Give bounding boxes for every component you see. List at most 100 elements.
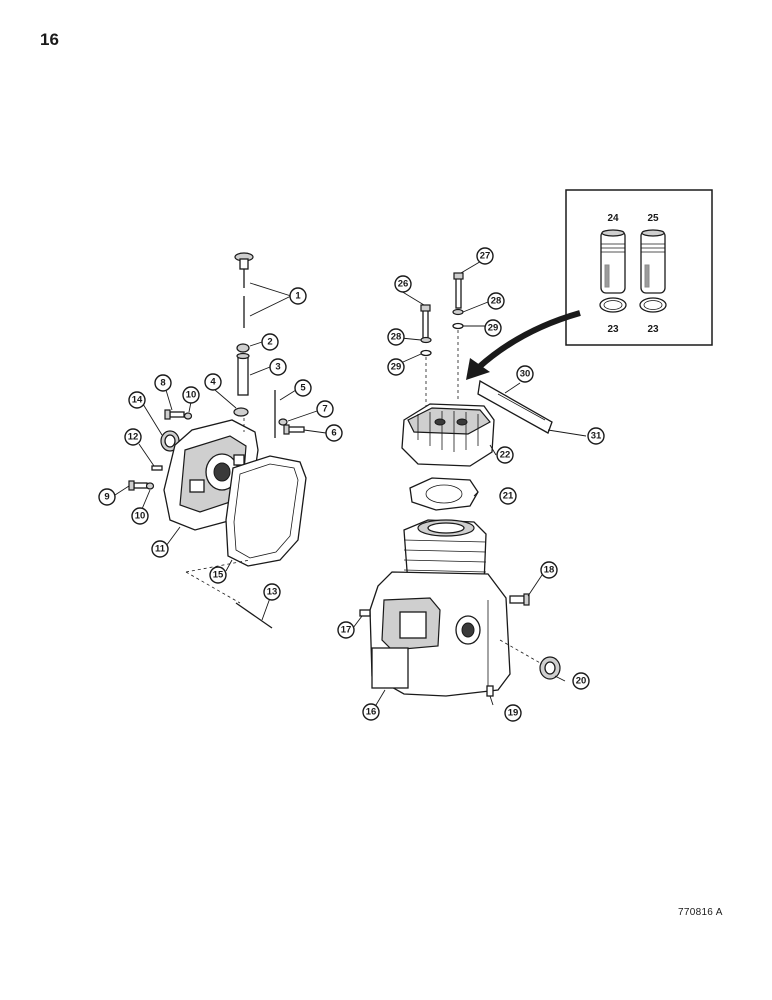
- callout: 18: [540, 561, 558, 579]
- callout: 11: [151, 540, 169, 558]
- callout: 2: [261, 333, 279, 351]
- inset-label: 25: [647, 213, 659, 224]
- oil-seal-20: [539, 656, 561, 680]
- callout-label: 28: [491, 296, 502, 307]
- callout-label: 29: [488, 323, 499, 334]
- shaft-13: [235, 602, 273, 629]
- inset-arrow: [466, 310, 581, 380]
- callout: 6: [325, 424, 343, 442]
- callout-label: 20: [576, 676, 587, 687]
- cylinder-head: [401, 403, 495, 467]
- inset-label: 23: [607, 324, 619, 335]
- callout: 8: [154, 374, 172, 392]
- callout: 13: [263, 583, 281, 601]
- callout-label: 15: [213, 570, 224, 581]
- alignment-line: [185, 571, 241, 604]
- callout-label: 22: [500, 450, 511, 461]
- callout: 9: [98, 488, 116, 506]
- callout: 1: [289, 287, 307, 305]
- callout: 3: [269, 358, 287, 376]
- callout-label: 18: [544, 565, 555, 576]
- dipstick-tube: [236, 352, 250, 396]
- washer-10: [183, 412, 193, 420]
- tube-washer: [233, 407, 249, 417]
- callout-label: 16: [366, 707, 377, 718]
- cover-gasket: [225, 455, 307, 567]
- alignment-line: [185, 559, 251, 573]
- callout-label: 10: [186, 390, 197, 401]
- callout-label: 12: [128, 432, 139, 443]
- callout: 14: [128, 391, 146, 409]
- callout-label: 10: [135, 511, 146, 522]
- alignment-line: [499, 639, 543, 665]
- callout: 17: [337, 621, 355, 639]
- callout: 7: [316, 400, 334, 418]
- ring-set-23-right: [639, 297, 667, 313]
- callout: 10: [182, 386, 200, 404]
- dipstick: [234, 252, 254, 328]
- callout: 31: [587, 427, 605, 445]
- callout: 29: [387, 358, 405, 376]
- page-number: 16: [40, 30, 59, 49]
- washer-29: [420, 349, 432, 357]
- head-bolt-26: [420, 304, 431, 343]
- drain-plug-19: [486, 685, 494, 697]
- callout: 28: [387, 328, 405, 346]
- washer-28: [452, 308, 464, 316]
- callout-label: 26: [398, 279, 409, 290]
- washer-29: [452, 322, 464, 330]
- washer-10: [145, 482, 155, 490]
- head-bolt-27: [453, 272, 464, 309]
- washer-7: [278, 418, 288, 426]
- piston-24: [600, 229, 626, 294]
- callout-label: 31: [591, 431, 602, 442]
- callout-label: 28: [391, 332, 402, 343]
- figure-code: 770816 A: [678, 907, 723, 918]
- callout-label: 19: [508, 708, 519, 719]
- callout: 16: [362, 703, 380, 721]
- callout-label: 21: [503, 491, 514, 502]
- callout-label: 1: [295, 291, 301, 302]
- callout-label: 5: [300, 383, 306, 394]
- callout: 22: [496, 446, 514, 464]
- callout-label: 27: [480, 251, 491, 262]
- washer-28: [420, 336, 432, 344]
- inset-label: 23: [647, 324, 659, 335]
- dipstick-seal: [236, 343, 250, 353]
- callout-label: 6: [331, 428, 336, 439]
- callout: 12: [124, 428, 142, 446]
- callout: 28: [487, 292, 505, 310]
- callout: 27: [476, 247, 494, 265]
- callout-label: 9: [104, 492, 109, 503]
- callout: 15: [209, 566, 227, 584]
- plug-17: [359, 609, 371, 617]
- callout: 30: [516, 365, 534, 383]
- callout-label: 3: [275, 362, 280, 373]
- callout-label: 17: [341, 625, 352, 636]
- callout-label: 13: [267, 587, 278, 598]
- cylinder-block: [369, 519, 511, 697]
- callout: 4: [204, 373, 222, 391]
- bolt-9: [128, 480, 148, 491]
- callout-label: 11: [155, 544, 166, 555]
- callout: 21: [499, 487, 517, 505]
- callout: 26: [394, 275, 412, 293]
- callout: 20: [572, 672, 590, 690]
- callout: 19: [504, 704, 522, 722]
- head-gasket: [409, 477, 479, 511]
- callout-label: 8: [160, 378, 165, 389]
- fitting-18: [509, 593, 530, 606]
- dowel-pin-12: [151, 465, 163, 471]
- bolt-8: [164, 409, 185, 420]
- callout-label: 7: [322, 404, 327, 415]
- bolt-6: [283, 424, 305, 435]
- callout-label: 2: [267, 337, 272, 348]
- inset-box: 24 25 23 23: [565, 189, 713, 346]
- callout-label: 29: [391, 362, 402, 373]
- air-baffle: [477, 379, 553, 434]
- ring-set-23-left: [599, 297, 627, 313]
- inset-label: 24: [607, 213, 619, 224]
- callout-label: 14: [132, 395, 143, 406]
- callout: 29: [484, 319, 502, 337]
